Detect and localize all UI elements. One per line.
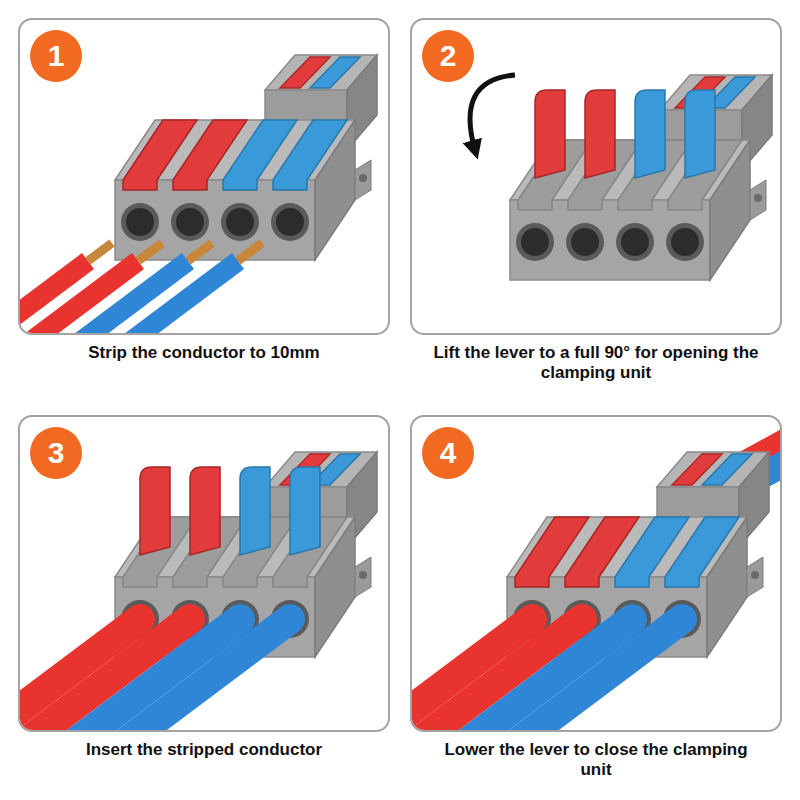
step-caption: Strip the conductor to 10mm — [39, 343, 369, 363]
connector-housing — [510, 75, 772, 280]
step-panel: Lift the lever to a full 90° for opening… — [410, 18, 782, 335]
step-caption: Lift the lever to a full 90° for opening… — [431, 343, 761, 384]
inserted-wire — [412, 619, 682, 730]
step-number-badge: 2 — [422, 30, 474, 82]
step-caption: Insert the stripped conductor — [39, 740, 369, 760]
step-four-illustration — [412, 417, 780, 730]
lever-closed — [515, 517, 739, 587]
step-number-badge: 3 — [30, 427, 82, 479]
step-number-badge: 4 — [422, 427, 474, 479]
step-number: 2 — [440, 41, 457, 71]
step-panel: Insert the stripped conductor3 — [18, 415, 390, 732]
step-panel: Strip the conductor to 10mm1 — [18, 18, 390, 335]
stripped-wire — [20, 243, 262, 333]
step-number: 1 — [48, 41, 65, 71]
step-one-illustration — [20, 55, 377, 333]
lever-open — [518, 90, 742, 210]
inserted-wire — [20, 619, 290, 730]
connector-housing — [115, 55, 377, 260]
lever-open — [123, 467, 347, 587]
step-three-illustration — [20, 452, 377, 730]
lever-closed — [123, 120, 347, 190]
step-number: 3 — [48, 438, 65, 468]
rotation-arrow — [470, 75, 515, 150]
step-caption: Lower the lever to close the clamping un… — [431, 740, 761, 781]
step-number: 4 — [440, 438, 457, 468]
step-two-illustration — [470, 75, 772, 280]
step-panel: Lower the lever to close the clamping un… — [410, 415, 782, 732]
step-number-badge: 1 — [30, 30, 82, 82]
